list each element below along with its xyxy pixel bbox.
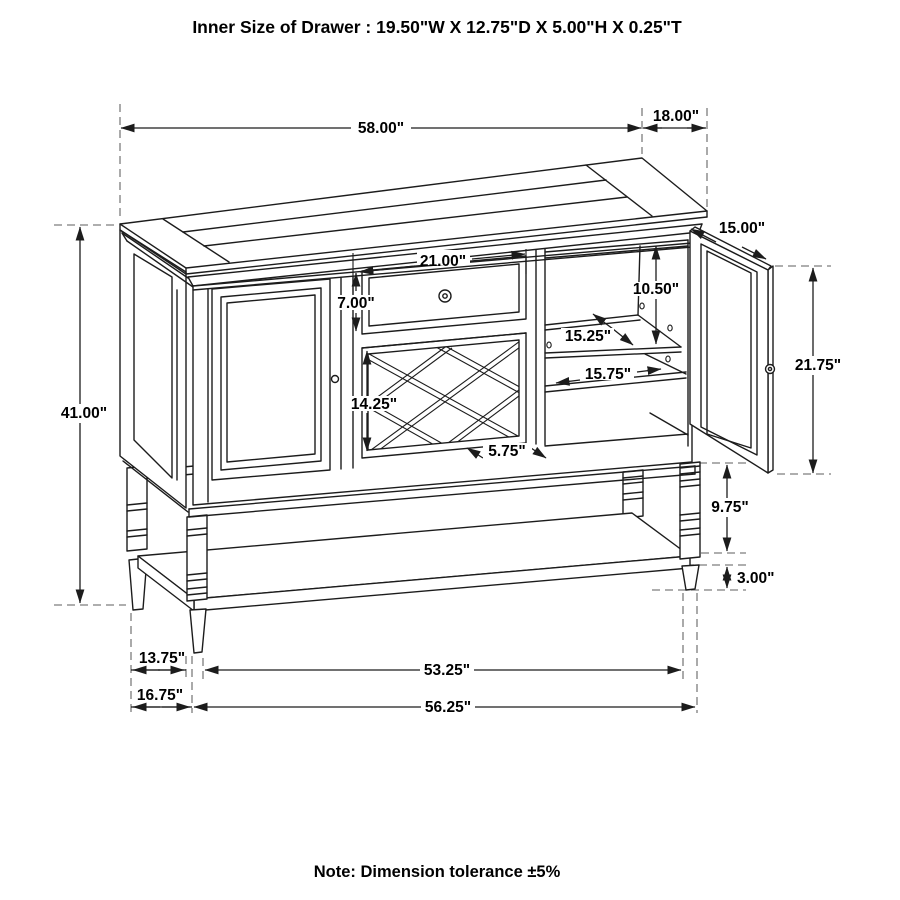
dim-upper-cubby-height: 10.50" xyxy=(628,245,684,345)
left-door xyxy=(211,278,340,481)
dim-base-width: 56.25" xyxy=(193,699,696,716)
dim-label-drawer-height: 7.00" xyxy=(337,295,375,312)
dim-label-foot-height: 3.00" xyxy=(737,570,775,587)
dim-rack-base-gap: 5.75" xyxy=(466,443,547,460)
dim-label-shelf-span: 53.25" xyxy=(424,662,470,679)
front-right-leg xyxy=(679,461,701,560)
dim-leg-height: 9.75" xyxy=(711,464,749,552)
dim-drawer-width: 21.00" xyxy=(352,249,527,294)
dim-base-end-depth: 16.75" xyxy=(131,687,192,712)
dim-shelf-span: 53.25" xyxy=(204,662,682,679)
wine-rack xyxy=(361,332,527,459)
dim-label-top-width: 58.00" xyxy=(358,120,404,137)
right-compartment xyxy=(535,239,689,447)
dim-top-depth: 18.00" xyxy=(643,108,706,133)
front-left-foot xyxy=(189,608,207,654)
dim-drawer-height: 7.00" xyxy=(334,272,379,332)
right-door-knob xyxy=(764,363,776,375)
drawer-knob xyxy=(438,289,452,303)
dim-leg-inset: 13.75" xyxy=(131,650,186,675)
dim-wine-rack-height: 14.25" xyxy=(346,350,402,452)
cabinet-top xyxy=(119,157,708,275)
dim-label-top-depth: 18.00" xyxy=(653,108,699,125)
dim-label-shelf-width: 15.75" xyxy=(585,366,631,383)
dim-label-door-width: 15.00" xyxy=(719,220,765,237)
drawing-title: Inner Size of Drawer : 19.50"W X 12.75"D… xyxy=(192,17,682,37)
dim-label-leg-height: 9.75" xyxy=(711,499,749,516)
compartment-floor-edge xyxy=(649,412,689,436)
dim-label-base-width: 56.25" xyxy=(425,699,471,716)
dim-label-shelf-depth: 15.25" xyxy=(565,328,611,345)
dim-label-wine-rack-height: 14.25" xyxy=(351,396,397,413)
dim-shelf-depth: 15.25" xyxy=(561,313,634,346)
dim-total-height: 41.00" xyxy=(61,226,107,604)
dim-label-total-height: 41.00" xyxy=(61,405,107,422)
dimension-annotations: 58.00" 18.00" 15.00" 21.00" xyxy=(61,108,841,716)
open-right-door xyxy=(689,226,776,474)
dim-door-width: 15.00" xyxy=(690,219,770,260)
dim-door-height: 21.75" xyxy=(795,267,841,474)
front-left-leg xyxy=(186,514,208,602)
front-right-foot xyxy=(681,564,700,591)
dim-top-width: 58.00" xyxy=(120,120,642,137)
dim-label-base-end-depth: 16.75" xyxy=(137,687,183,704)
tolerance-note: Note: Dimension tolerance ±5% xyxy=(314,863,561,881)
back-left-leg xyxy=(126,465,148,552)
dim-foot-height: 3.00" xyxy=(722,566,775,589)
upper-shelf xyxy=(544,314,682,359)
dim-label-leg-inset: 13.75" xyxy=(139,650,185,667)
dim-label-rack-base-gap: 5.75" xyxy=(488,443,526,460)
left-door-knob xyxy=(330,374,340,384)
dim-shelf-width: 15.75" xyxy=(555,366,662,386)
back-right-leg xyxy=(622,469,644,519)
dim-label-door-height: 21.75" xyxy=(795,357,841,374)
front-apron xyxy=(122,460,696,518)
lower-shelf xyxy=(137,512,691,612)
dim-label-upper-cubby-height: 10.50" xyxy=(633,281,679,298)
dim-label-drawer-width: 21.00" xyxy=(420,253,466,270)
left-side-panel xyxy=(119,229,187,509)
